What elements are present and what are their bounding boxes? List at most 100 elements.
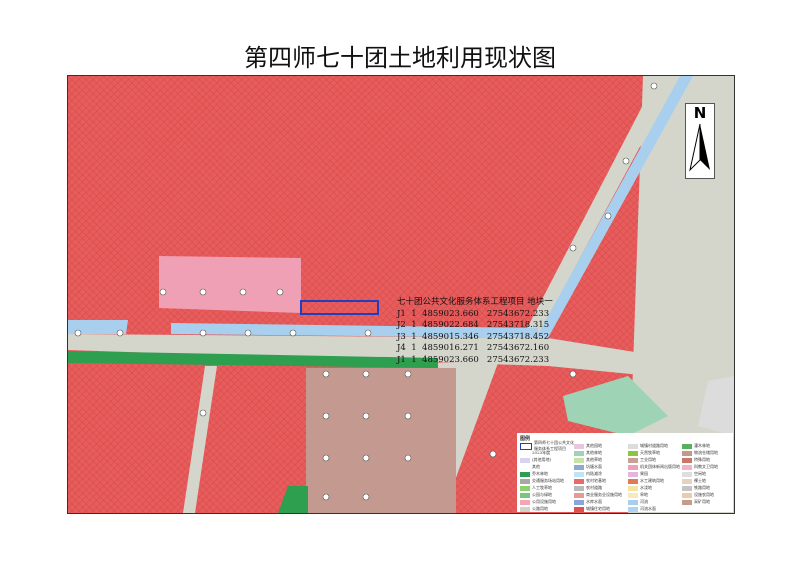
legend-item: 水工建筑用地 <box>628 478 682 484</box>
legend-label: 机关团体新闻出版用地 <box>640 464 680 469</box>
legend-swatch <box>682 450 692 456</box>
legend-item: 灌木林地 <box>682 443 736 449</box>
side-road <box>183 366 217 513</box>
legend-item: 水库水面 <box>574 499 628 505</box>
legend-swatch <box>574 485 584 491</box>
legend-swatch <box>682 499 692 505</box>
legend-swatch <box>520 442 532 450</box>
legend-label: 工业用地 <box>640 457 656 462</box>
legend-item: 水浇地 <box>628 485 682 491</box>
legend-swatch <box>520 506 530 512</box>
legend-swatch <box>574 471 584 477</box>
tree-belt <box>68 351 438 368</box>
legend-swatch <box>574 478 584 484</box>
legend-swatch <box>628 471 638 477</box>
north-arrow-icon <box>689 123 710 172</box>
legend-label: 河流水面 <box>640 506 656 511</box>
legend-label: 灌木林地 <box>694 443 710 448</box>
legend-item: 农村道路 <box>574 485 628 491</box>
legend-swatch <box>682 443 692 449</box>
north-label: N <box>693 104 707 122</box>
legend-swatch <box>628 457 638 463</box>
legend-item: 空闲地 <box>682 471 736 477</box>
legend-label: 其他林地 <box>586 450 602 455</box>
legend-label: 其他草地 <box>586 457 602 462</box>
legend-label: 交通服务场站用地 <box>532 478 564 483</box>
legend-item: 其他草地 <box>574 457 628 463</box>
legend-item: 河流水面 <box>628 506 682 512</box>
legend-swatch <box>682 457 692 463</box>
project-site-boundary[interactable] <box>300 300 379 315</box>
legend-swatch <box>628 485 638 491</box>
legend-label: 坑塘水面 <box>586 464 602 469</box>
legend-item: 其他林地 <box>574 450 628 456</box>
legend-label: 水浇地 <box>640 485 652 490</box>
map-title: 第四师七十团土地利用现状图 <box>244 44 556 72</box>
canal <box>171 323 538 338</box>
legend-item: 采矿用地 <box>682 499 736 505</box>
legend-swatch <box>682 471 692 477</box>
legend-label: 其他园地 <box>586 443 602 448</box>
legend-label: 铁路用地 <box>694 485 710 490</box>
coordinate-row: J3 1 4859015.346 27543718.452 <box>397 331 550 342</box>
legend-swatch <box>628 478 638 484</box>
legend-label: 河流 <box>640 499 648 504</box>
legend-item: 乔木林地 <box>520 471 574 477</box>
river-channel <box>536 76 693 338</box>
legend-label: 城镇村道路用地 <box>640 443 668 448</box>
legend-label: 空闲地 <box>694 471 706 476</box>
legend-swatch <box>682 478 692 484</box>
coordinate-row: J2 1 4859022.684 27543718.315 <box>397 320 550 330</box>
legend-label: 城镇住宅用地 <box>586 506 610 511</box>
legend-title: 图例 <box>520 436 531 442</box>
legend-label: 公用设施用地 <box>532 499 556 504</box>
legend-item: 公园与绿地 <box>520 492 574 498</box>
legend-swatch <box>520 471 530 477</box>
legend-item: 其他 <box>520 464 574 470</box>
legend-label: 科教文卫用地 <box>694 464 718 469</box>
legend-swatch <box>574 464 584 470</box>
legend-item: 农村宅基地 <box>574 478 628 484</box>
legend-label: 人工牧草地 <box>532 485 552 490</box>
legend-item: 河流 <box>628 499 682 505</box>
legend-item: 公路用地 <box>520 506 574 512</box>
legend-item: 裸土地 <box>682 478 736 484</box>
legend-label: 农村道路 <box>586 485 602 490</box>
legend-label: 特殊用地 <box>694 457 710 462</box>
legend-item: 交通服务场站用地 <box>520 478 574 484</box>
facility-markers <box>74 82 658 501</box>
legend-item: 其他园地 <box>574 443 628 449</box>
legend-swatch <box>520 478 530 484</box>
legend-item: 机关团体新闻出版用地 <box>628 464 682 470</box>
legend-label: 果园 <box>640 471 648 476</box>
legend-swatch <box>628 492 638 498</box>
legend-item: 内陆滩涂 <box>574 471 628 477</box>
legend-label: 设施农用地 <box>694 492 714 497</box>
pink-parcel <box>159 256 301 313</box>
industrial-parcel <box>306 368 456 513</box>
legend-swatch <box>574 506 584 512</box>
legend-label: 商业服务业设施用地 <box>586 492 622 497</box>
legend-swatch <box>520 464 530 470</box>
legend-label: 内陆滩涂 <box>586 471 602 476</box>
legend-item: 坑塘水面 <box>574 464 628 470</box>
legend-item: 公用设施用地 <box>520 499 574 505</box>
legend-label: 第四师七十团公共文化服务体系工程项目 <box>534 440 574 451</box>
legend-item: 工业用地 <box>628 457 682 463</box>
legend-item: 城镇村道路用地 <box>628 443 682 449</box>
legend-label: 公路用地 <box>532 506 548 511</box>
legend-label: 采矿用地 <box>694 499 710 504</box>
legend-label: 裸土地 <box>694 478 706 483</box>
north-arrow: N <box>685 103 715 179</box>
legend-item: 特殊用地 <box>682 457 736 463</box>
legend-label: 水库水面 <box>586 499 602 504</box>
legend-swatch <box>574 492 584 498</box>
legend-swatch <box>682 485 692 491</box>
map-canvas[interactable] <box>67 75 735 514</box>
legend-swatch <box>682 464 692 470</box>
legend-item: 果园 <box>628 471 682 477</box>
legend-swatch <box>628 464 638 470</box>
legend-label: 农村宅基地 <box>586 478 606 483</box>
